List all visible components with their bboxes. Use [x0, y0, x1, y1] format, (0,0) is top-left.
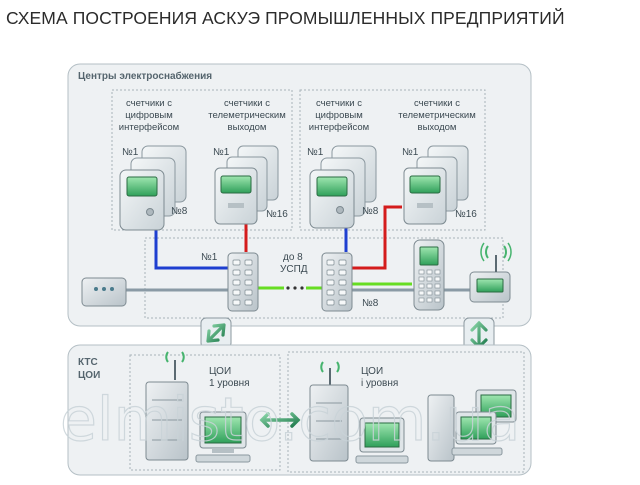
- caption-line: телеметрическим: [398, 110, 475, 121]
- leveli-title: ЦОИ: [361, 366, 383, 377]
- leveli-workstation-1: [355, 417, 409, 464]
- caption-line: телеметрическим: [208, 110, 285, 121]
- level1-server: [145, 351, 189, 461]
- meter-group-frame-right: [299, 89, 486, 231]
- leveli-server: [309, 361, 349, 462]
- caption-line: выходом: [228, 122, 267, 133]
- watermark-text: elmisto.com.ua: [60, 385, 520, 455]
- ellipsis-dot: [300, 286, 304, 290]
- diagonal-arrow-button: [200, 317, 232, 349]
- red-link-right: [352, 205, 402, 270]
- level1-workstation: [195, 411, 251, 463]
- uspd-last-number: №8: [362, 298, 379, 309]
- uspd-first-number: №1: [201, 252, 218, 263]
- meter-stack-digital-2: [309, 145, 377, 229]
- meter-stack-telemetry-2: [403, 145, 469, 225]
- meter-last-number: №16: [266, 209, 288, 220]
- modem-box: [81, 277, 127, 307]
- caption-line: цифровым: [315, 110, 363, 121]
- meter-stack-telemetry-1: [214, 145, 279, 225]
- caption-line: счетчики с: [414, 98, 460, 109]
- ellipsis-dot: [293, 286, 297, 290]
- level1-title: ЦОИ: [209, 366, 231, 377]
- blue-link-left: [154, 228, 230, 270]
- caption-group-1: счетчики с цифровым интерфейсом: [119, 98, 179, 133]
- meter-first-number: №1: [213, 147, 230, 158]
- meter-last-number: №8: [362, 206, 379, 217]
- vertical-arrow-button: [463, 317, 495, 353]
- leveli-subtitle: i уровня: [361, 378, 398, 389]
- meter-first-number: №1: [402, 147, 419, 158]
- caption-group-3: счетчики с цифровым интерфейсом: [309, 98, 369, 133]
- caption-line: счетчики с: [316, 98, 362, 109]
- caption-group-2: счетчики с телеметрическим выходом: [208, 98, 285, 133]
- meter-first-number: №1: [122, 147, 139, 158]
- uspd-device-1: [227, 252, 259, 312]
- meter-last-number: №16: [455, 209, 477, 220]
- caption-line: интерфейсом: [119, 122, 179, 133]
- leveli-workstation-3: [451, 411, 503, 456]
- meter-stack-digital-1: [119, 145, 187, 231]
- level1-subtitle: 1 уровня: [209, 378, 250, 389]
- diagram-title: СХЕМА ПОСТРОЕНИЯ АСКУЭ ПРОМЫШЛЕННЫХ ПРЕД…: [6, 8, 565, 28]
- coi-label: ЦОИ: [78, 370, 100, 381]
- horizontal-arrow: [259, 412, 301, 428]
- meter-first-number: №1: [307, 147, 324, 158]
- caption-group-4: счетчики с телеметрическим выходом: [398, 98, 475, 133]
- handheld-terminal: [413, 239, 445, 311]
- power-supply-centers-label: Центры электроснабжения: [78, 70, 212, 82]
- uspd-up-to-line: до 8: [283, 252, 303, 263]
- caption-line: счетчики с: [224, 98, 270, 109]
- ktc-label: КТС: [78, 357, 98, 368]
- level1-frame: [129, 354, 281, 471]
- caption-line: цифровым: [125, 110, 173, 121]
- caption-line: выходом: [418, 122, 457, 133]
- leveli-server-cabinet: [427, 394, 455, 462]
- caption-line: интерфейсом: [309, 122, 369, 133]
- uspd-up-to-line: УСПД: [280, 264, 308, 275]
- radio-modem: [469, 242, 512, 303]
- caption-line: счетчики с: [126, 98, 172, 109]
- ellipsis-dot: [286, 286, 290, 290]
- uspd-device-2: [321, 252, 353, 312]
- meter-last-number: №8: [171, 206, 188, 217]
- leveli-frame: [287, 351, 525, 473]
- meter-group-frame-left: [111, 89, 293, 231]
